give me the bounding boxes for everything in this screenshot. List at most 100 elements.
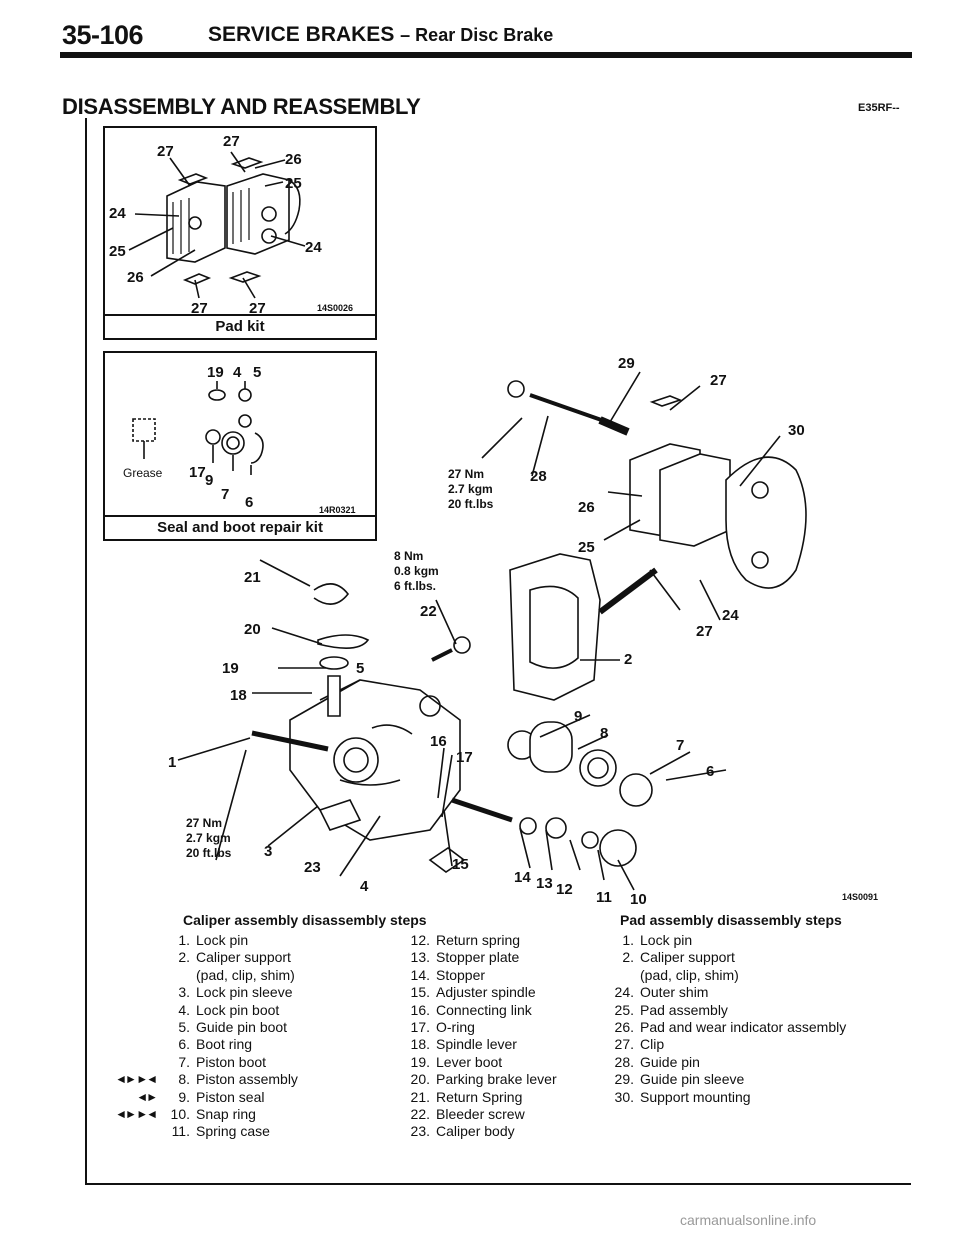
caliper-steps-title: Caliper assembly disassembly steps	[183, 912, 427, 928]
diagram-callout-7: 7	[676, 737, 684, 754]
diagram-callout-14: 14	[514, 869, 531, 886]
seal-kit-callout-4: 17	[189, 464, 206, 481]
diagram-callout-24: 24	[722, 607, 739, 624]
diagram-callout-11: 11	[596, 889, 612, 906]
list-item: 7.Piston boot	[178, 1053, 267, 1070]
pad-kit-callout-3: 26	[285, 151, 302, 168]
reference-code: E35RF--	[858, 102, 900, 114]
pad-kit-label: Pad kit	[105, 314, 375, 338]
list-item: 3.Lock pin sleeve	[178, 984, 293, 1001]
list-item: 5.Guide pin boot	[178, 1019, 288, 1036]
list-item: 18.Spindle lever	[410, 1036, 517, 1053]
diagram-callout-10: 10	[630, 891, 647, 908]
diagram-callout-16: 16	[430, 733, 447, 750]
list-item: 2.Caliper support	[622, 949, 735, 966]
diagram-callout-6: 6	[706, 763, 714, 780]
grease-label: Grease	[123, 466, 163, 480]
diagram-callout-23: 23	[304, 859, 321, 876]
pad-kit-callout-2: 27	[223, 133, 240, 150]
diagram-callout-1: 1	[168, 754, 176, 771]
list-item: 1.Lock pin	[178, 932, 249, 948]
list-item: 1.Lock pin	[622, 932, 693, 948]
list-item: 25.Pad assembly	[614, 1001, 728, 1018]
torque-bleeder-kgm: 0.8 kgm	[394, 564, 439, 578]
pad-kit-figure: 27 27 26 25 24 25 24 26 27 27 14S0026 Pa…	[103, 126, 377, 340]
list-item: 13.Stopper plate	[410, 949, 520, 966]
diagram-callout-21: 21	[244, 569, 261, 586]
service-mark: ◄► ►◄	[115, 1072, 158, 1087]
pad-steps-title: Pad assembly disassembly steps	[620, 912, 842, 928]
list-item: 24.Outer shim	[614, 984, 709, 1001]
torque-lock-pin-ftlbs: 20 ft.lbs	[186, 846, 232, 860]
diagram-callout-25: 25	[578, 539, 595, 556]
diagram-callout-3: 3	[264, 843, 272, 860]
list-item: 14.Stopper	[410, 966, 486, 983]
list-item: 19.Lever boot	[410, 1053, 503, 1070]
list-item: 27.Clip	[614, 1036, 665, 1053]
diagram-callout-15: 15	[452, 856, 469, 873]
diagram-callout-18: 18	[230, 687, 247, 704]
list-item: 6.Boot ring	[178, 1036, 253, 1053]
diagram-callout-4: 4	[360, 878, 369, 895]
diagram-callout-2: 2	[624, 651, 632, 668]
diagram-callout-27b: 27	[696, 623, 713, 640]
list-item: 15.Adjuster spindle	[410, 984, 536, 1001]
seal-kit-figure-code: 14R0321	[319, 505, 356, 515]
torque-bleeder-nm: 8 Nm	[394, 549, 423, 563]
seal-kit-callout-7: 6	[245, 494, 253, 511]
list-item: 29.Guide pin sleeve	[614, 1071, 745, 1088]
diagram-callout-8: 8	[600, 725, 608, 742]
pad-kit-figure-code: 14S0026	[317, 303, 353, 313]
page-number: 35-106	[62, 20, 144, 50]
diagram-callout-28: 28	[530, 468, 547, 485]
service-mark: ◄►	[136, 1089, 158, 1104]
diagram-callout-5: 5	[356, 660, 364, 677]
watermark: carmanualsonline.info	[680, 1212, 817, 1228]
list-item: 26.Pad and wear indicator assembly	[614, 1019, 847, 1036]
list-item: (pad, clip, shim)	[640, 966, 739, 983]
list-item: 20.Parking brake lever	[410, 1071, 557, 1088]
list-item: ◄►9.Piston seal	[136, 1088, 265, 1105]
pad-kit-callout-5: 24	[109, 205, 126, 222]
section-title: SERVICE BRAKES – Rear Disc Brake	[208, 23, 553, 47]
seal-kit-drawing: 19 4 5 Grease 17 9 7 6 14R0321	[123, 364, 356, 515]
pad-kit-callout-4: 25	[285, 175, 302, 192]
diagram-callout-26: 26	[578, 499, 595, 516]
caliper-steps-list-2: 12.Return spring 13.Stopper plate 14.Sto…	[400, 932, 557, 1141]
diagram-callout-29: 29	[618, 355, 635, 372]
torque-lock-pin-nm: 27 Nm	[186, 816, 222, 830]
pad-kit-callout-8: 26	[127, 269, 144, 286]
list-item: ◄► ►◄10.Snap ring	[115, 1106, 256, 1123]
page-heading: DISASSEMBLY AND REASSEMBLY	[62, 94, 421, 119]
frame-left-rule	[85, 118, 87, 1183]
pad-kit-drawing: 27 27 26 25 24 25 24 26 27 27 14S0026	[109, 133, 353, 316]
list-item: 16.Connecting link	[410, 1001, 532, 1018]
diagram-callout-9: 9	[574, 708, 582, 725]
diagram-callout-22: 22	[420, 603, 437, 620]
service-mark: ◄► ►◄	[115, 1107, 158, 1122]
pad-kit-callout-6: 25	[109, 243, 126, 260]
diagram-callout-12: 12	[556, 881, 573, 898]
torque-lock-pin-kgm: 2.7 kgm	[186, 831, 231, 845]
seal-kit-callout-5: 9	[205, 472, 213, 489]
seal-kit-callout-6: 7	[221, 486, 229, 503]
diagram-callout-30: 30	[788, 422, 805, 439]
seal-kit-label: Seal and boot repair kit	[105, 515, 375, 539]
diagram-callout-13: 13	[536, 875, 553, 892]
list-item: ◄► ►◄8.Piston assembly	[115, 1071, 298, 1088]
torque-guide-pin-nm: 27 Nm	[448, 467, 484, 481]
list-item: 21.Return Spring	[410, 1088, 523, 1105]
caliper-steps-list-1: 1.Lock pin 2.Caliper support (pad, clip,…	[115, 932, 298, 1141]
torque-guide-pin-kgm: 2.7 kgm	[448, 482, 493, 496]
seal-kit-callout-2: 4	[233, 364, 242, 381]
subsection-name: – Rear Disc Brake	[400, 25, 554, 45]
diagram-callout-20: 20	[244, 621, 261, 638]
list-item: 4.Lock pin boot	[178, 1001, 280, 1018]
list-item: 22.Bleeder screw	[410, 1106, 525, 1123]
diagram-callout-19: 19	[222, 660, 239, 677]
list-item: 12.Return spring	[410, 932, 521, 948]
list-item: (pad, clip, shim)	[196, 966, 295, 983]
torque-guide-pin-ftlbs: 20 ft.lbs	[448, 497, 494, 511]
section-name: SERVICE BRAKES	[208, 23, 395, 46]
frame-bottom-rule	[85, 1183, 911, 1185]
